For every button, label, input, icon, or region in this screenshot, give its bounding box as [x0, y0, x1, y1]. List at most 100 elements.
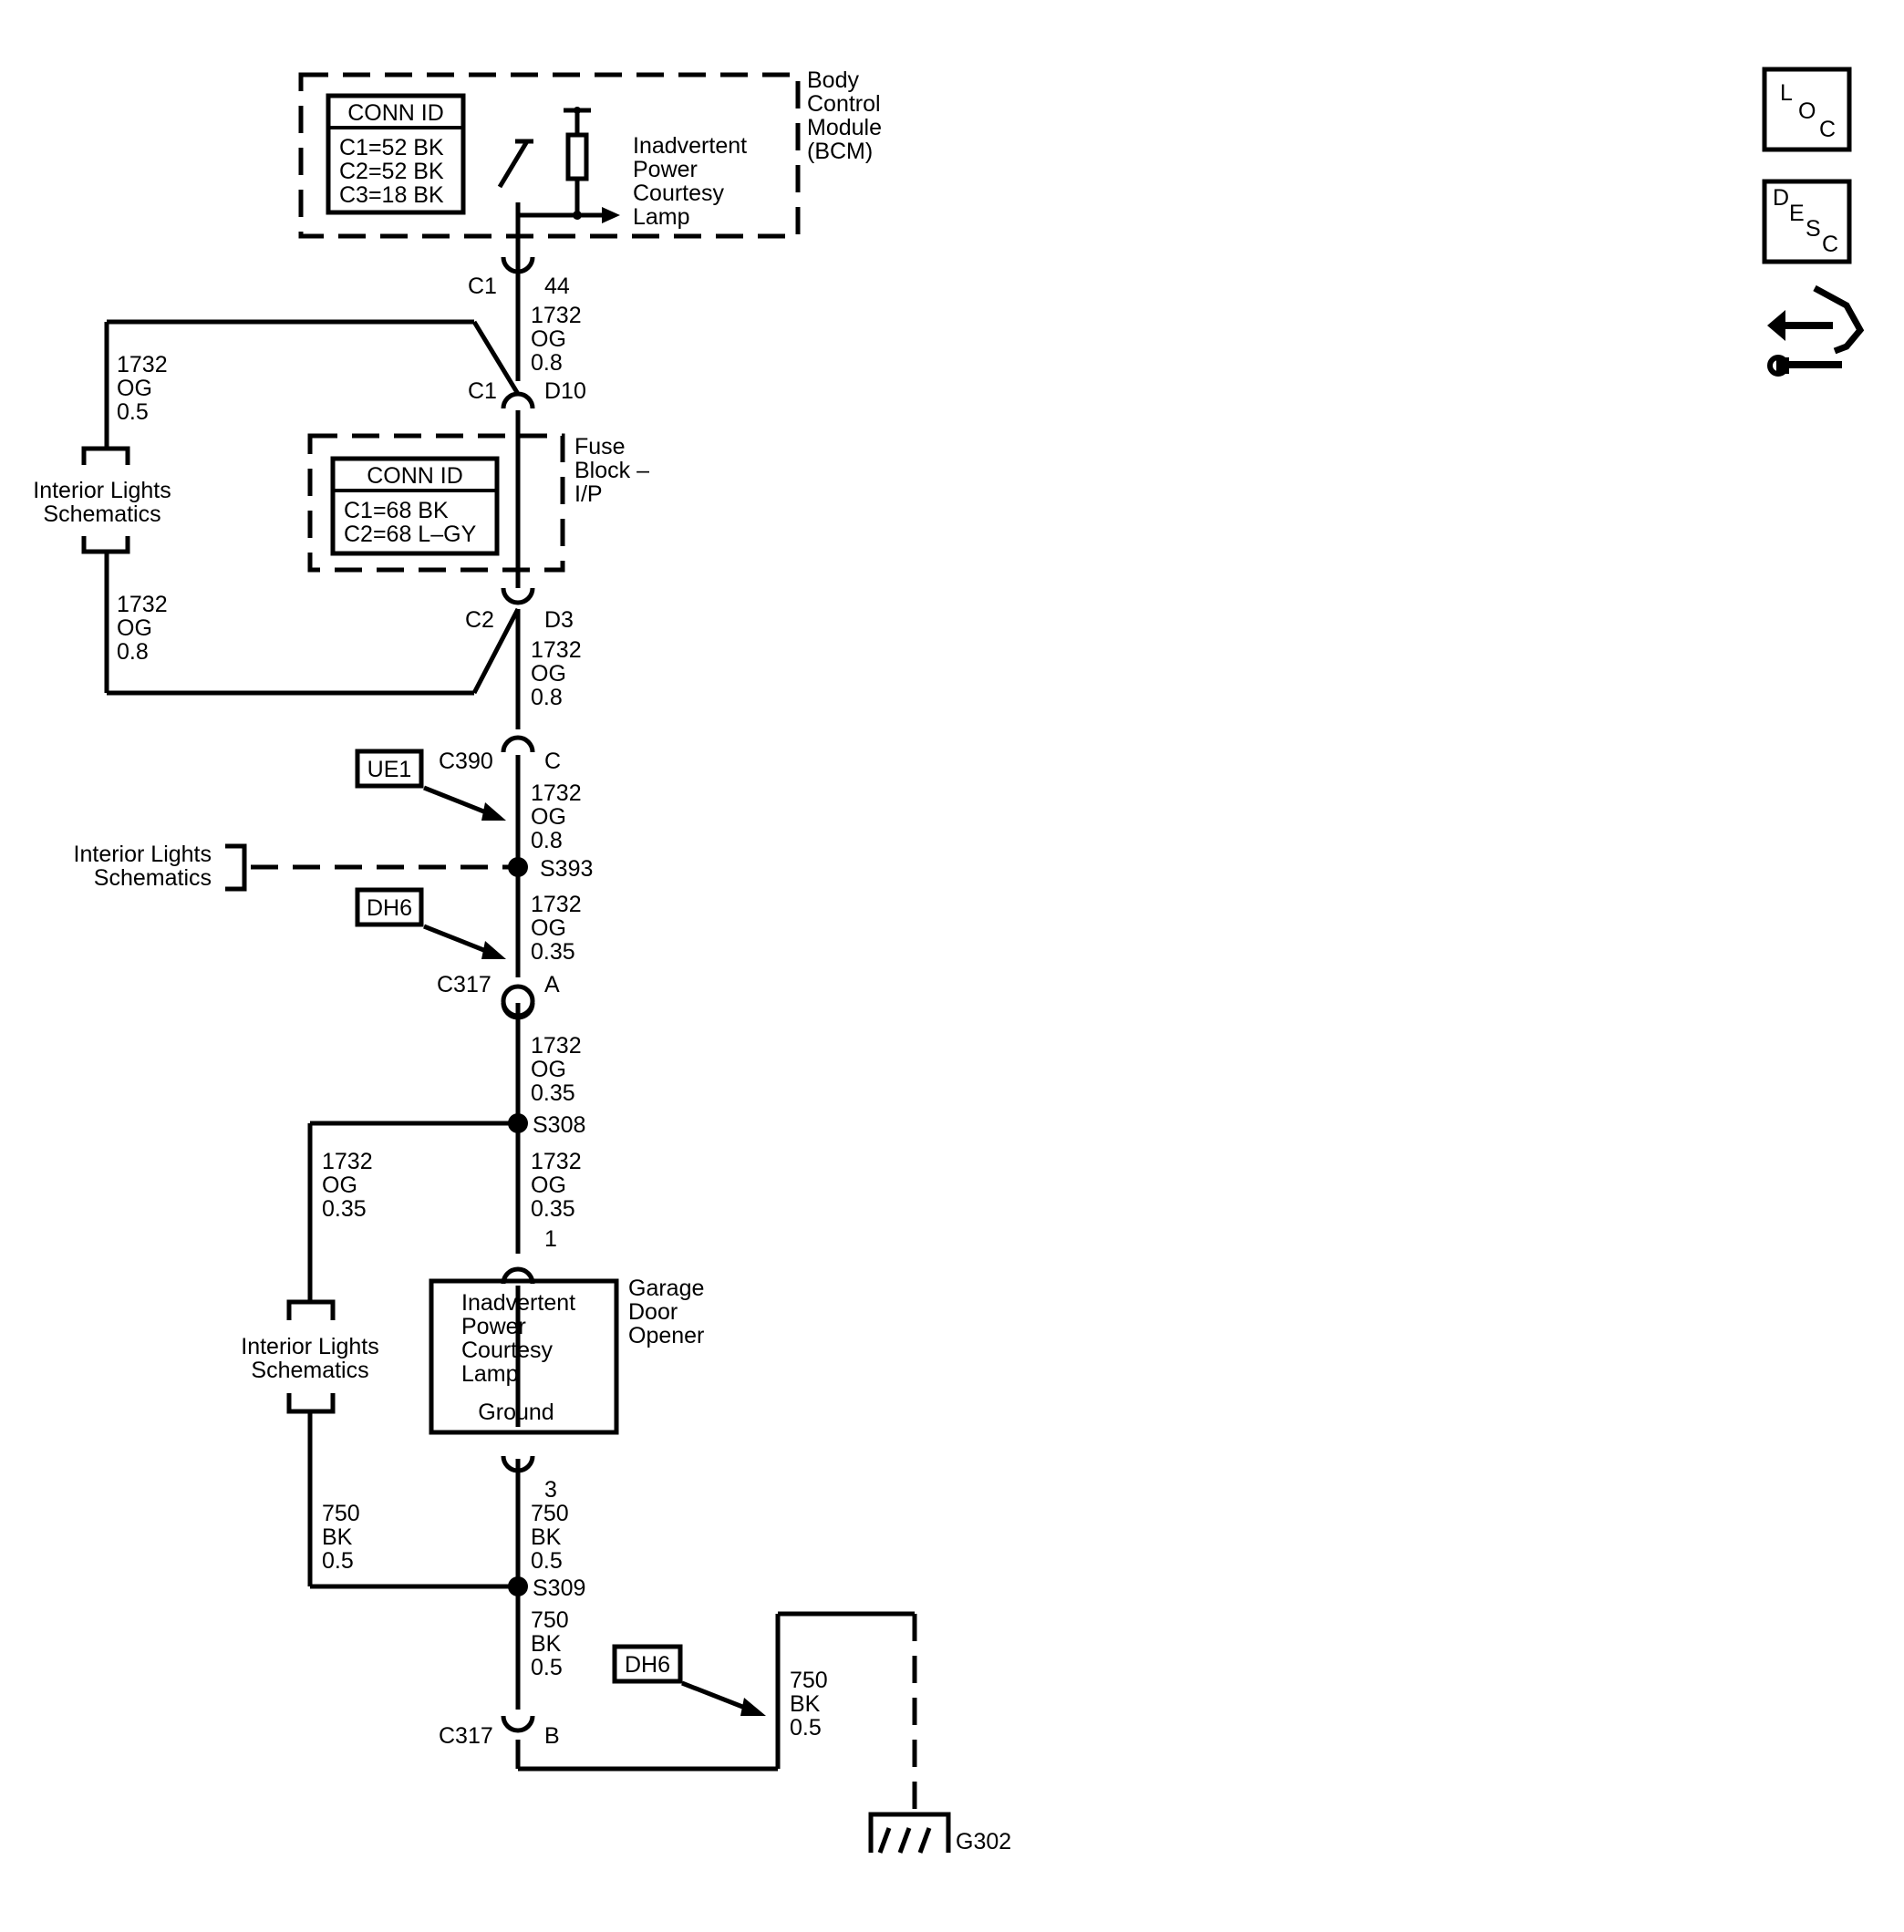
interior-lights-ref-top[interactable]: Interior Lights Schematics: [33, 446, 171, 554]
fuse-block-conn-id-box: [330, 456, 500, 556]
svg-text:750: 750: [322, 1501, 360, 1526]
connector-labels: C1 44 C1 D10 C2 D3 C390 C C317 A 1 3 C31…: [437, 274, 586, 1749]
wire-label-4: 1732 OG 0.8: [531, 637, 582, 710]
option-dh6-bottom[interactable]: DH6: [612, 1644, 766, 1716]
wire-label-12: 750 BK 0.5: [531, 1607, 569, 1680]
fuse-block-conn-c1: C1=68 BK: [344, 498, 449, 523]
svg-text:1732: 1732: [531, 1149, 582, 1174]
svg-text:BK: BK: [531, 1631, 562, 1657]
connector-symbols: [501, 256, 535, 1733]
svg-text:OG: OG: [531, 661, 566, 687]
bcm-conn-c3: C3=18 BK: [339, 182, 444, 208]
ground-g302: G302: [868, 1812, 1011, 1855]
svg-text:OG: OG: [531, 326, 566, 352]
wire-label-13: 750 BK 0.5: [790, 1668, 828, 1741]
interior-lights-ref-middle[interactable]: Interior Lights Schematics: [74, 842, 247, 892]
svg-text:0.5: 0.5: [531, 1548, 563, 1574]
label-pin-d10: D10: [544, 378, 586, 404]
label-c1-a: C1: [468, 274, 497, 299]
bcm-conn-c2: C2=52 BK: [339, 159, 444, 184]
option-ue1[interactable]: UE1: [355, 749, 506, 821]
svg-text:750: 750: [531, 1501, 569, 1526]
bcm-name-4: (BCM): [807, 139, 873, 164]
label-c1-b: C1: [468, 378, 497, 404]
svg-text:0.5: 0.5: [117, 399, 149, 425]
wire-label-6: 1732 OG 0.35: [531, 892, 582, 965]
gdo-input-2: Power: [461, 1314, 526, 1339]
svg-text:S308: S308: [533, 1112, 585, 1138]
svg-text:0.35: 0.35: [531, 1080, 575, 1106]
bcm-conn-header: CONN ID: [347, 100, 444, 126]
svg-text:OG: OG: [531, 1173, 566, 1198]
fuse-block-dashed-box: [307, 433, 565, 573]
svg-text:BK: BK: [790, 1691, 821, 1717]
gdo-input-3: Courtesy: [461, 1338, 554, 1363]
ref-mid-line2: Schematics: [94, 865, 212, 891]
svg-text:1732: 1732: [531, 780, 582, 806]
splice-s309: S309: [508, 1576, 585, 1601]
svg-text:750: 750: [790, 1668, 828, 1693]
gdo-name-2: Door: [628, 1299, 678, 1325]
gdo-input-1: Inadvertent: [461, 1290, 575, 1316]
fuse-block-conn-header: CONN ID: [367, 463, 463, 489]
svg-text:BK: BK: [322, 1524, 353, 1550]
bcm-name-2: Control: [807, 91, 881, 117]
label-c2: C2: [465, 607, 494, 633]
gdo-input-4: Lamp: [461, 1361, 519, 1387]
bcm-output-4: Lamp: [633, 204, 690, 230]
label-pin-1: 1: [544, 1226, 557, 1252]
svg-text:S: S: [1806, 216, 1821, 242]
ref-bot-line1: Interior Lights: [241, 1334, 378, 1359]
loc-icon[interactable]: L O C: [1762, 67, 1852, 152]
gdo-name-3: Opener: [628, 1323, 704, 1348]
wire-label-2: 1732 OG 0.5: [117, 352, 168, 425]
option-dh6-top[interactable]: DH6: [355, 887, 506, 959]
option-dh6-bottom-label: DH6: [625, 1652, 670, 1678]
wire-label-1: 1732 OG 0.8: [531, 303, 582, 376]
svg-text:1732: 1732: [531, 637, 582, 663]
svg-text:OG: OG: [531, 915, 566, 941]
label-pin-a: A: [544, 972, 560, 997]
splice-s308: S308: [307, 1112, 585, 1589]
gdo-name-1: Garage: [628, 1276, 704, 1301]
splice-s393: S393: [251, 856, 593, 882]
wire-label-11: 750 BK 0.5: [322, 1501, 360, 1574]
bcm-module[interactable]: CONN ID C1=52 BK C2=52 BK C3=18 BK Body …: [298, 67, 882, 257]
garage-door-opener[interactable]: Inadvertent Power Courtesy Lamp Ground G…: [429, 1276, 704, 1435]
label-pin-3: 3: [544, 1477, 557, 1503]
svg-text:0.8: 0.8: [531, 685, 563, 710]
fuse-block-conn-c2: C2=68 L–GY: [344, 522, 477, 547]
ref-mid-line1: Interior Lights: [74, 842, 212, 867]
svg-text:L: L: [1780, 80, 1793, 106]
svg-text:0.5: 0.5: [322, 1548, 354, 1574]
ref-top-line2: Schematics: [43, 501, 160, 527]
fuse-block-ip[interactable]: CONN ID C1=68 BK C2=68 L–GY Fuse Block –…: [307, 433, 649, 573]
svg-text:0.8: 0.8: [531, 350, 563, 376]
bcm-conn-id-box: [326, 93, 466, 215]
ref-bot-line2: Schematics: [251, 1358, 368, 1383]
fuse-block-name-3: I/P: [574, 481, 603, 507]
bcm-dashed-box: [298, 72, 801, 239]
svg-text:0.8: 0.8: [531, 828, 563, 853]
label-c317-a: C317: [437, 972, 492, 997]
diagnostic-connector-icon[interactable]: [1767, 284, 1865, 377]
bcm-output-3: Courtesy: [633, 181, 725, 206]
bcm-name-1: Body: [807, 67, 859, 93]
svg-text:1732: 1732: [117, 592, 168, 617]
interior-lights-ref-bottom[interactable]: Interior Lights Schematics: [241, 1299, 379, 1414]
desc-icon[interactable]: D E S C: [1762, 179, 1852, 264]
svg-text:O: O: [1798, 98, 1816, 124]
svg-text:S309: S309: [533, 1576, 585, 1601]
svg-text:C: C: [1819, 117, 1836, 142]
wire-label-3: 1732 OG 0.8: [117, 592, 168, 665]
bcm-name-3: Module: [807, 115, 882, 140]
fuse-block-name-2: Block –: [574, 458, 649, 483]
fuse-block-bypass-loop: [104, 319, 521, 696]
svg-text:1732: 1732: [531, 892, 582, 917]
svg-text:1732: 1732: [322, 1149, 373, 1174]
option-ue1-label: UE1: [367, 757, 412, 782]
wire-label-5: 1732 OG 0.8: [531, 780, 582, 853]
wire-label-8: 1732 OG 0.35: [531, 1149, 582, 1222]
bcm-output-2: Power: [633, 157, 698, 182]
